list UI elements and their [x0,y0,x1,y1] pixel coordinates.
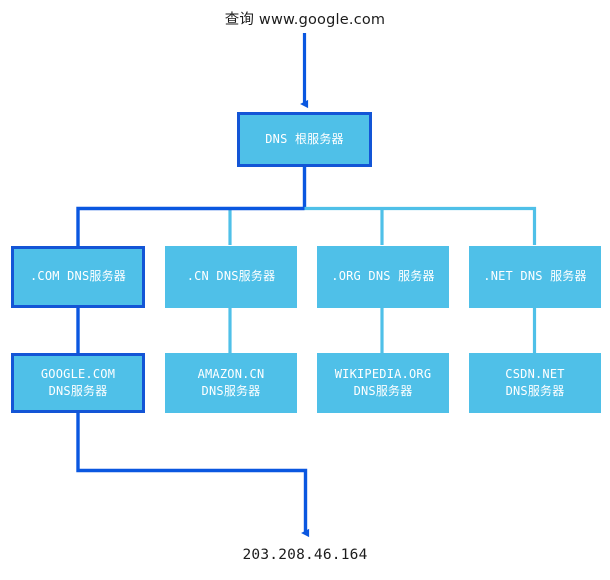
resolved-ip-caption: 203.208.46.164 [242,547,368,563]
node-net-label: .NET DNS 服务器 [483,269,587,284]
node-google-label: GOOGLE.COM DNS服务器 [40,366,116,398]
node-google-com-dns-server[interactable]: GOOGLE.COM DNS服务器 [11,353,145,413]
wire-bus-idle [228,206,537,245]
node-amazon-label: AMAZON.CN DNS服务器 [197,366,265,398]
node-root-label: DNS 根服务器 [265,131,344,146]
node-csdn-net-dns-server[interactable]: CSDN.NET DNS服务器 [469,353,601,413]
node-com-dns-server[interactable]: .COM DNS服务器 [11,246,145,308]
node-org-dns-server[interactable]: .ORG DNS 服务器 [317,246,449,308]
node-amazon-cn-dns-server[interactable]: AMAZON.CN DNS服务器 [165,353,297,413]
query-caption: 查询 www.google.com [224,12,386,28]
node-csdn-label: CSDN.NET DNS服务器 [505,366,565,398]
node-cn-label: .CN DNS服务器 [186,269,276,284]
wire-bus-active [76,206,305,246]
node-wikipedia-org-dns-server[interactable]: WIKIPEDIA.ORG DNS服务器 [317,353,449,413]
node-com-label: .COM DNS服务器 [30,269,126,284]
node-cn-dns-server[interactable]: .CN DNS服务器 [165,246,297,308]
node-net-dns-server[interactable]: .NET DNS 服务器 [469,246,601,308]
node-org-label: .ORG DNS 服务器 [331,269,435,284]
node-wikipedia-label: WIKIPEDIA.ORG DNS服务器 [334,366,432,398]
node-dns-root-server[interactable]: DNS 根服务器 [237,112,372,167]
wire-google-to-result [76,413,310,538]
